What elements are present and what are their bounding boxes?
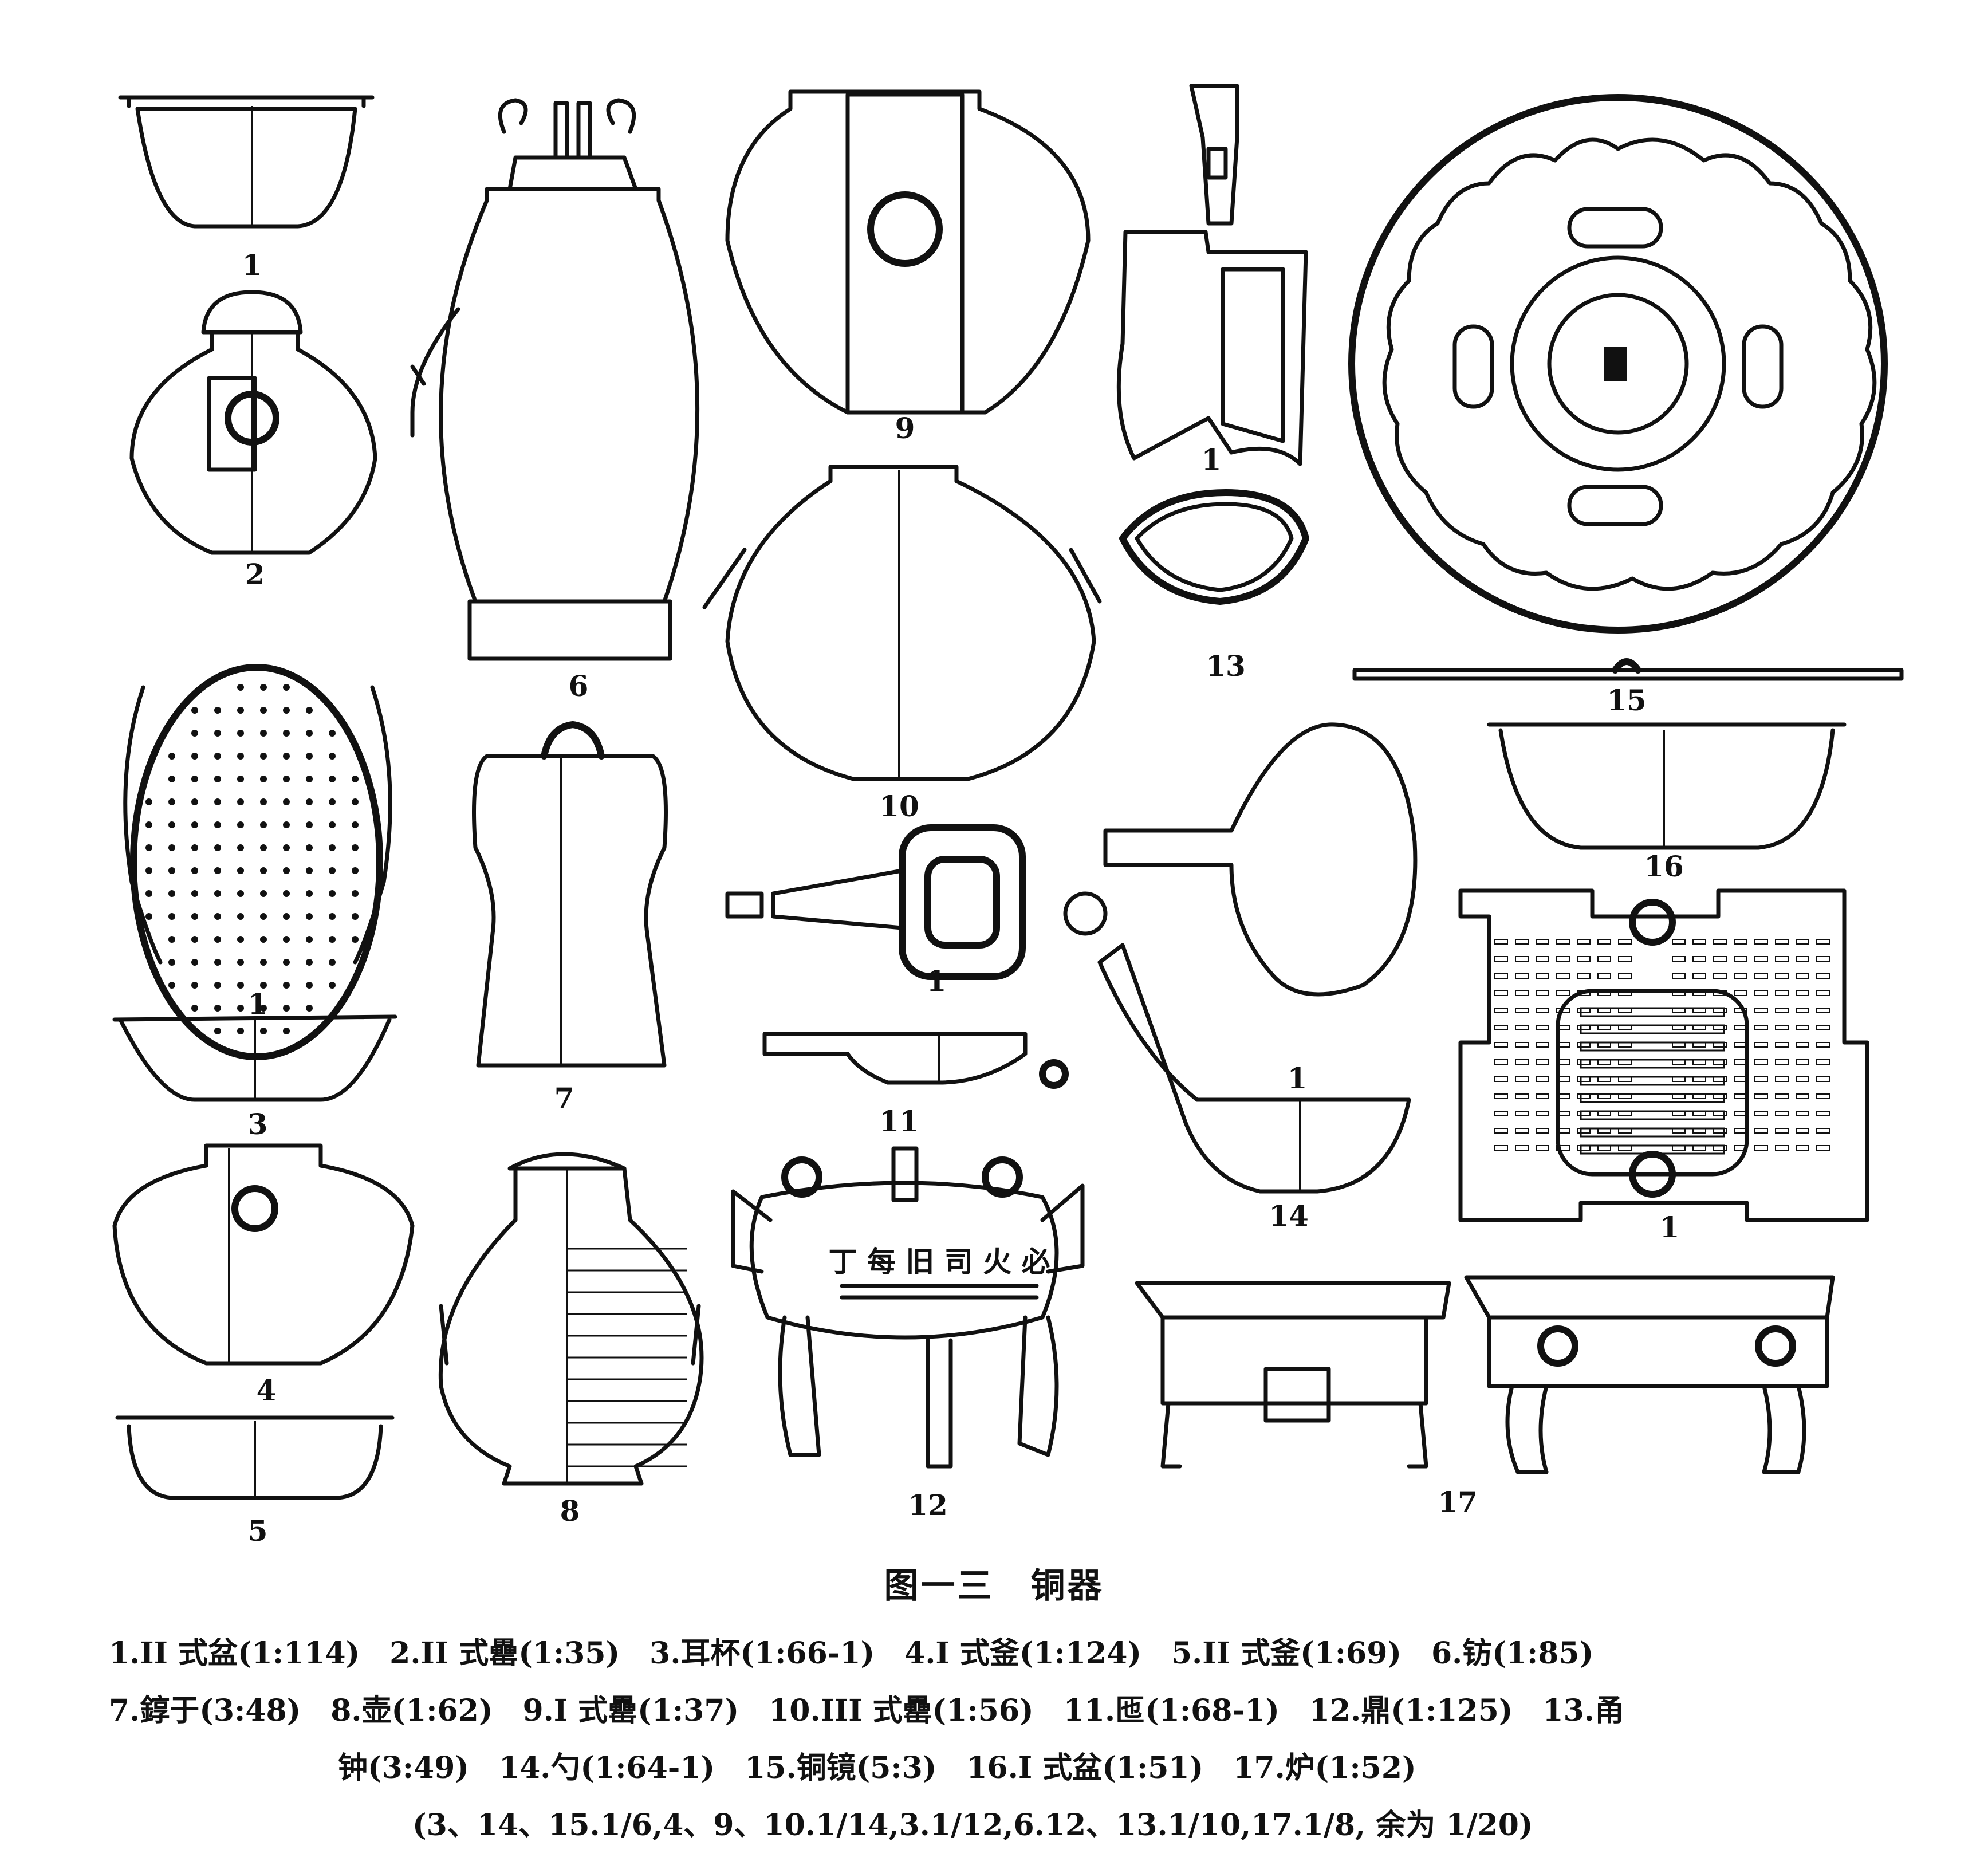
drawing-4-fu [112,1143,415,1366]
label-2: 2 [245,557,265,591]
drawing-8-bands [567,1248,687,1467]
drawing-12-ding: 丁 每 旧 司 火 必 [731,1146,1085,1469]
label-3: 3 [248,1107,268,1141]
sublabel-13: 1 [1202,443,1222,477]
caption-line-3: 钟(3:49) 14.勺(1:64-1) 15.铜镜(5:3) 16.I 式盆(… [338,1750,1416,1785]
label-17: 17 [1438,1485,1478,1519]
drawing-11-yi [725,824,1069,1089]
drawing-6-fang [410,98,700,661]
drawing-8-hu [438,1152,704,1486]
drawing-9-lei-i [725,89,1091,415]
sublabel-11: 1 [927,964,947,998]
label-12: 12 [908,1488,948,1522]
drawing-5-fu-ii [115,1415,395,1500]
label-4: 4 [257,1374,277,1407]
label-11: 11 [879,1104,919,1138]
figure-title: 图一三 铜器 [884,1566,1104,1606]
label-16: 16 [1644,849,1684,883]
drawing-12-inscription: 丁 每 旧 司 火 必 [828,1245,1050,1278]
drawing-2-lei [129,290,377,555]
drawing-10-lei-iii [702,465,1102,781]
sublabel-17: 1 [1660,1210,1680,1244]
label-8: 8 [560,1494,580,1528]
label-5: 5 [248,1514,268,1548]
caption-line-4: (3、14、15.1/6,4、9、10.1/14,3.1/12,6.12、13.… [412,1808,1533,1843]
drawing-15-mirror [1348,94,1904,681]
label-9: 9 [895,411,915,445]
drawing-7-chunyu [472,721,668,1068]
drawing-3-dots [145,684,359,1034]
drawing-3-ear-cup [112,664,397,1102]
caption-line-2: 7.錞于(3:48) 8.壶(1:62) 9.I 式罍(1:37) 10.III… [109,1693,1624,1728]
sublabel-14: 1 [1288,1061,1308,1095]
figure-numbers: 1 2 3 4 5 6 7 8 9 10 11 12 13 14 15 16 1… [242,248,1684,1548]
label-7: 7 [554,1081,574,1115]
drawing-17-grate [1494,939,1830,1155]
label-1: 1 [242,248,262,282]
drawing-1-basin [118,95,375,229]
drawing-13-yong-bell [1116,84,1309,605]
drawing-14-ladle [1063,722,1418,1194]
caption-line-1: 1.II 式盆(1:114) 2.II 式罍(1:35) 3.耳杯(1:66-1… [109,1636,1594,1671]
figure-caption: 图一三 铜器 1.II 式盆(1:114) 2.II 式罍(1:35) 3.耳杯… [0,1558,1988,1854]
sublabel-3: 1 [248,987,268,1021]
drawing-16-basin-i [1487,722,1847,850]
label-10: 10 [879,789,919,823]
label-15: 15 [1607,683,1647,717]
label-13: 13 [1206,649,1246,683]
label-14: 14 [1269,1199,1309,1233]
label-6: 6 [569,669,589,703]
drawing-17-stove [1135,888,1869,1474]
